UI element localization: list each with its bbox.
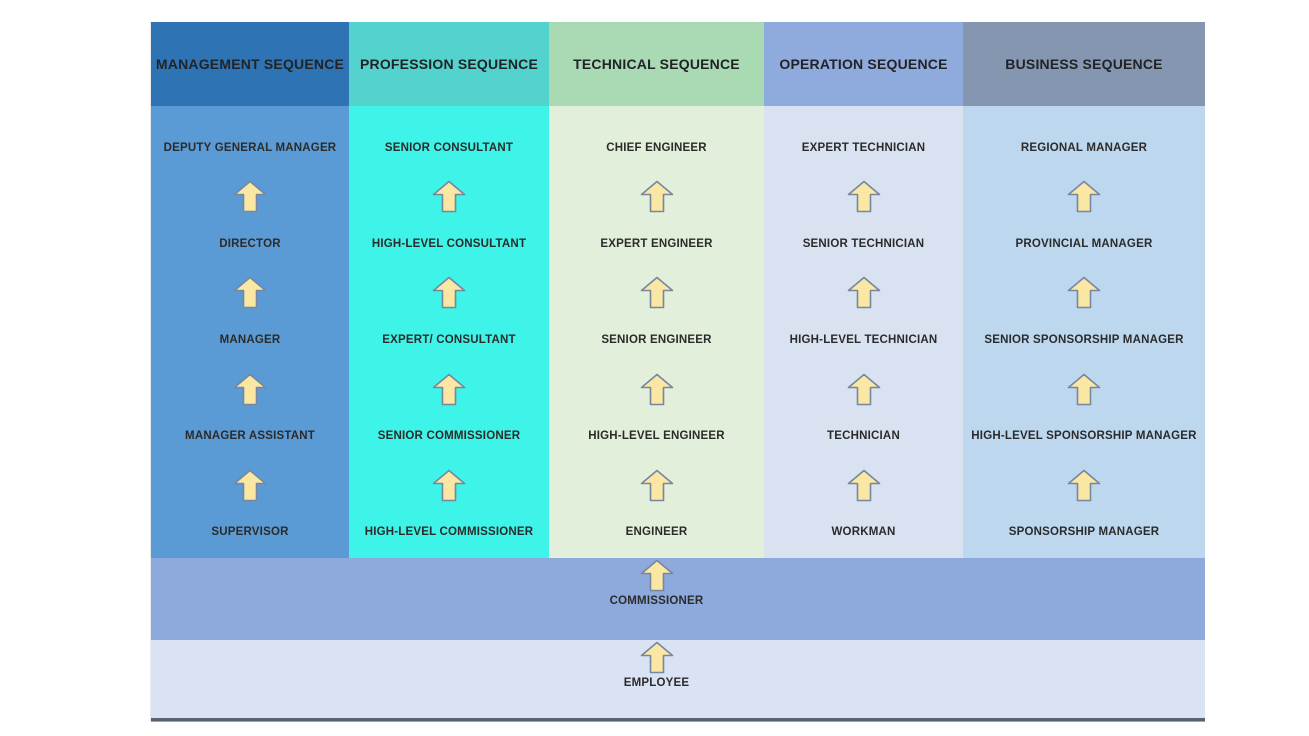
up-arrow-icon: [847, 276, 881, 309]
level-label: DEPUTY GENERAL MANAGER: [163, 142, 337, 154]
up-arrow-icon: [640, 641, 674, 674]
level-label: HIGH-LEVEL SPONSORSHIP MANAGER: [971, 430, 1197, 443]
up-arrow-icon: [233, 373, 267, 406]
up-arrow-icon: [233, 180, 267, 213]
sequence-column-profession: PROFESSION SEQUENCE SENIOR CONSULTANT HI…: [349, 22, 549, 558]
level-label: SENIOR TECHNICIAN: [802, 238, 925, 251]
up-arrow-icon: [847, 373, 881, 406]
up-arrow-icon: [640, 276, 674, 309]
level-label: ENGINEER: [625, 526, 688, 539]
up-arrow-icon: [432, 469, 466, 502]
diagram-area: MANAGEMENT SEQUENCE DEPUTY GENERAL MANAG…: [150, 22, 1205, 722]
up-arrow-icon: [1067, 469, 1101, 502]
level-label: SENIOR COMMISSIONER: [377, 430, 521, 443]
level-label: SENIOR SPONSORSHIP MANAGER: [984, 334, 1184, 347]
up-arrow-icon: [432, 276, 466, 309]
column-body: EXPERT TECHNICIAN SENIOR TECHNICIAN HIGH…: [764, 106, 963, 558]
level-label: PROVINCIAL MANAGER: [1015, 238, 1153, 251]
level-label: WORKMAN: [831, 526, 896, 539]
up-arrow-icon: [432, 180, 466, 213]
column-header: OPERATION SEQUENCE: [764, 22, 963, 106]
up-arrow-icon: [847, 180, 881, 213]
up-arrow-icon: [1067, 180, 1101, 213]
column-header: BUSINESS SEQUENCE: [963, 22, 1205, 106]
sequence-column-technical: TECHNICAL SEQUENCE CHIEF ENGINEER EXPERT…: [549, 22, 764, 558]
level-label: EXPERT/ CONSULTANT: [382, 334, 516, 347]
up-arrow-icon: [640, 559, 674, 592]
column-body: DEPUTY GENERAL MANAGER DIRECTOR MANAGER …: [151, 106, 349, 558]
column-header: MANAGEMENT SEQUENCE: [151, 22, 349, 106]
column-body: SENIOR CONSULTANT HIGH-LEVEL CONSULTANT …: [349, 106, 549, 558]
level-label: EXPERT ENGINEER: [600, 238, 713, 251]
level-label: MANAGER ASSISTANT: [185, 430, 315, 443]
up-arrow-icon: [1067, 276, 1101, 309]
sequence-column-business: BUSINESS SEQUENCE REGIONAL MANAGER PROVI…: [963, 22, 1205, 558]
level-label: EMPLOYEE: [623, 677, 690, 689]
level-label: SENIOR CONSULTANT: [384, 142, 514, 154]
level-label: HIGH-LEVEL CONSULTANT: [371, 238, 527, 251]
up-arrow-icon: [847, 469, 881, 502]
column-header: TECHNICAL SEQUENCE: [549, 22, 764, 106]
column-header: PROFESSION SEQUENCE: [349, 22, 549, 106]
up-arrow-icon: [640, 469, 674, 502]
level-label: MANAGER: [219, 334, 281, 347]
level-label: REGIONAL MANAGER: [1020, 142, 1148, 154]
up-arrow-icon: [1067, 373, 1101, 406]
up-arrow-icon: [233, 469, 267, 502]
level-label: DIRECTOR: [219, 238, 281, 251]
level-label: HIGH-LEVEL TECHNICIAN: [789, 334, 938, 347]
level-label: CHIEF ENGINEER: [606, 142, 707, 154]
level-label: SPONSORSHIP MANAGER: [1008, 526, 1160, 539]
commissioner-stack: COMMISSIONER: [549, 559, 764, 609]
ground-line: [151, 718, 1205, 722]
level-label: COMMISSIONER: [609, 595, 704, 607]
sequence-column-operation: OPERATION SEQUENCE EXPERT TECHNICIAN SEN…: [764, 22, 963, 558]
level-label: SUPERVISOR: [211, 526, 289, 539]
column-body: CHIEF ENGINEER EXPERT ENGINEER SENIOR EN…: [549, 106, 764, 558]
up-arrow-icon: [640, 373, 674, 406]
level-label: HIGH-LEVEL COMMISSIONER: [364, 526, 534, 539]
commissioner-band: COMMISSIONER: [151, 558, 1205, 640]
sequence-columns: MANAGEMENT SEQUENCE DEPUTY GENERAL MANAG…: [151, 22, 1205, 558]
up-arrow-icon: [432, 373, 466, 406]
column-body: REGIONAL MANAGER PROVINCIAL MANAGER SENI…: [963, 106, 1205, 558]
employee-stack: EMPLOYEE: [549, 641, 764, 691]
level-label: HIGH-LEVEL ENGINEER: [588, 430, 725, 443]
level-label: TECHNICIAN: [827, 430, 900, 443]
level-label: EXPERT TECHNICIAN: [801, 142, 926, 154]
sequence-column-management: MANAGEMENT SEQUENCE DEPUTY GENERAL MANAG…: [151, 22, 349, 558]
employee-band: EMPLOYEE: [151, 640, 1205, 718]
level-label: SENIOR ENGINEER: [601, 334, 712, 347]
up-arrow-icon: [640, 180, 674, 213]
up-arrow-icon: [233, 276, 267, 309]
